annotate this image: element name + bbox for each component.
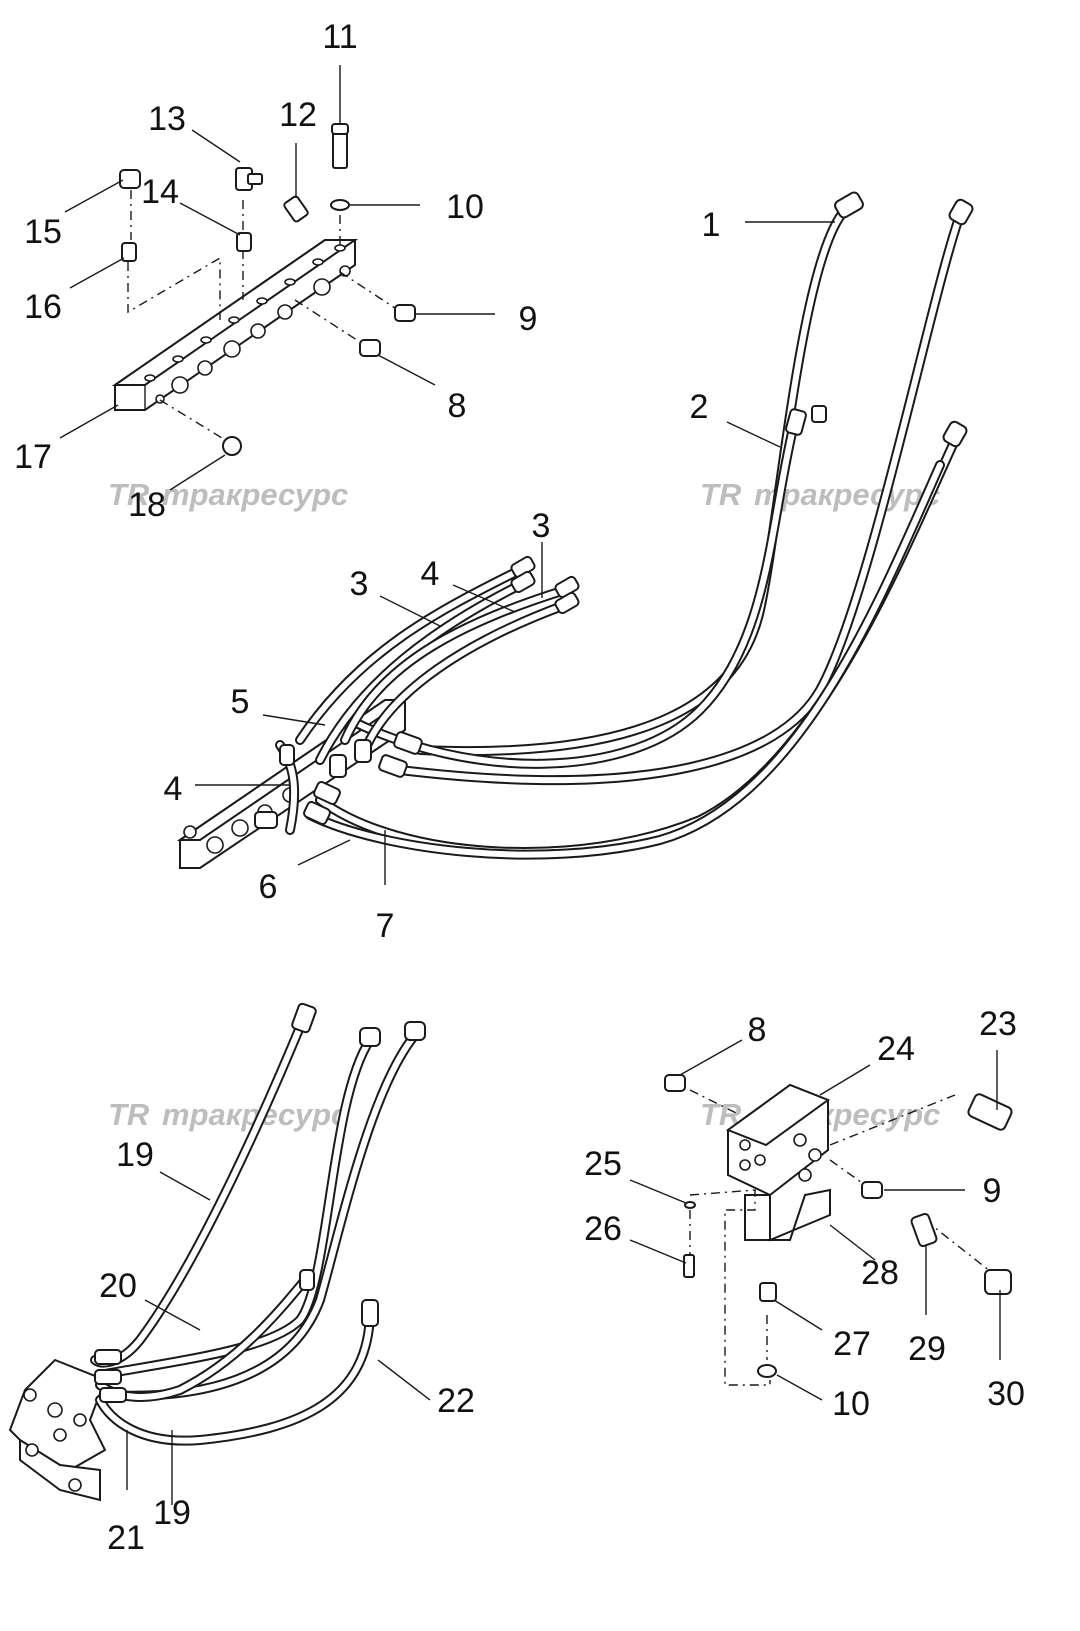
manifold-top-holes xyxy=(144,244,346,382)
hose-long-a xyxy=(395,210,965,786)
elbow-15 xyxy=(119,169,141,189)
bolt-27 xyxy=(759,1282,777,1302)
leader-lines xyxy=(59,65,1001,1505)
washer-10-lower xyxy=(757,1364,777,1378)
callout-18: 18 xyxy=(128,486,166,524)
watermark-logo: TR xyxy=(108,477,150,512)
callout-25: 25 xyxy=(584,1145,622,1183)
callout-13: 13 xyxy=(148,100,186,138)
watermark-2: TR тракресурс xyxy=(700,477,940,512)
manifold-top-face xyxy=(111,239,359,386)
hose-20 xyxy=(95,1035,375,1380)
callout-10: 10 xyxy=(832,1385,870,1423)
valve-assembly-left xyxy=(8,1002,426,1502)
callout-27: 27 xyxy=(833,1325,871,1363)
watermark-3: TR тракресурс xyxy=(108,1097,348,1132)
callout-22: 22 xyxy=(437,1382,475,1420)
watermark-text: тракресурс xyxy=(162,477,348,512)
callout-19: 19 xyxy=(116,1136,154,1174)
tee-29 xyxy=(910,1212,938,1248)
manifold-side-fittings xyxy=(155,265,351,404)
callout-15: 15 xyxy=(24,213,62,251)
callout-9: 9 xyxy=(519,300,538,338)
hose-right-c xyxy=(100,1030,420,1401)
callout-8: 8 xyxy=(748,1011,767,1049)
hose-2 xyxy=(345,415,800,769)
watermark-logo: TR xyxy=(108,1097,150,1132)
nipple-14 xyxy=(236,232,252,252)
hose-end-fittings xyxy=(254,191,974,829)
plug-8-lower xyxy=(664,1074,686,1092)
callout-20: 20 xyxy=(99,1267,137,1305)
hose-4-lower xyxy=(360,600,570,755)
callout-30: 30 xyxy=(987,1375,1025,1413)
callout-16: 16 xyxy=(24,288,62,326)
callout-6: 6 xyxy=(259,868,278,906)
adapter-23 xyxy=(967,1093,1013,1131)
callout-10: 10 xyxy=(446,188,484,226)
callout-7: 7 xyxy=(376,907,395,945)
nipple-16 xyxy=(121,242,137,262)
hose-3-left xyxy=(295,565,525,745)
callout-2: 2 xyxy=(690,388,709,426)
callout-4: 4 xyxy=(421,555,440,593)
watermark-1: TR тракресурс xyxy=(108,477,348,512)
plug-9 xyxy=(394,304,416,322)
tee-fitting-13-branch xyxy=(247,173,263,185)
hose-7 xyxy=(305,460,945,860)
bolt-26 xyxy=(683,1254,695,1278)
hose-ends-left xyxy=(94,1002,426,1403)
callout-12: 12 xyxy=(279,96,317,134)
callout-23: 23 xyxy=(979,1005,1017,1043)
callout-11: 11 xyxy=(322,18,357,56)
valve-block-top xyxy=(725,1083,831,1147)
washer-25 xyxy=(684,1201,696,1209)
callout-21: 21 xyxy=(107,1519,145,1557)
bolt-11-head xyxy=(331,123,349,135)
callout-17: 17 xyxy=(14,438,52,476)
callout-19: 19 xyxy=(153,1494,191,1532)
callout-8: 8 xyxy=(448,387,467,425)
washer-10 xyxy=(330,199,350,211)
plug-8 xyxy=(359,339,381,357)
hose-3-right xyxy=(340,585,570,745)
valve-block-right xyxy=(664,1074,1013,1386)
callout-3: 3 xyxy=(350,565,369,603)
bracket-28 xyxy=(744,1188,831,1242)
watermark-logo: TR xyxy=(700,477,742,512)
callout-labels: 11 12 13 14 15 10 16 9 8 17 18 1 2 3 3 4… xyxy=(14,18,1025,1557)
manifold-top-group xyxy=(111,123,416,456)
callout-4: 4 xyxy=(164,770,183,808)
callout-24: 24 xyxy=(877,1030,915,1068)
callout-3: 3 xyxy=(532,507,551,545)
callout-5: 5 xyxy=(231,683,250,721)
callout-14: 14 xyxy=(141,173,179,211)
callout-9: 9 xyxy=(983,1172,1002,1210)
cap-18 xyxy=(222,436,242,456)
callout-28: 28 xyxy=(861,1254,899,1292)
plug-9-lower xyxy=(861,1181,883,1199)
callout-29: 29 xyxy=(908,1330,946,1368)
callout-1: 1 xyxy=(702,206,721,244)
adapter-12 xyxy=(283,195,309,223)
elbow-30 xyxy=(984,1269,1012,1295)
hose-22 xyxy=(95,1305,375,1446)
hose-bundle-top xyxy=(176,191,974,869)
callout-26: 26 xyxy=(584,1210,622,1248)
